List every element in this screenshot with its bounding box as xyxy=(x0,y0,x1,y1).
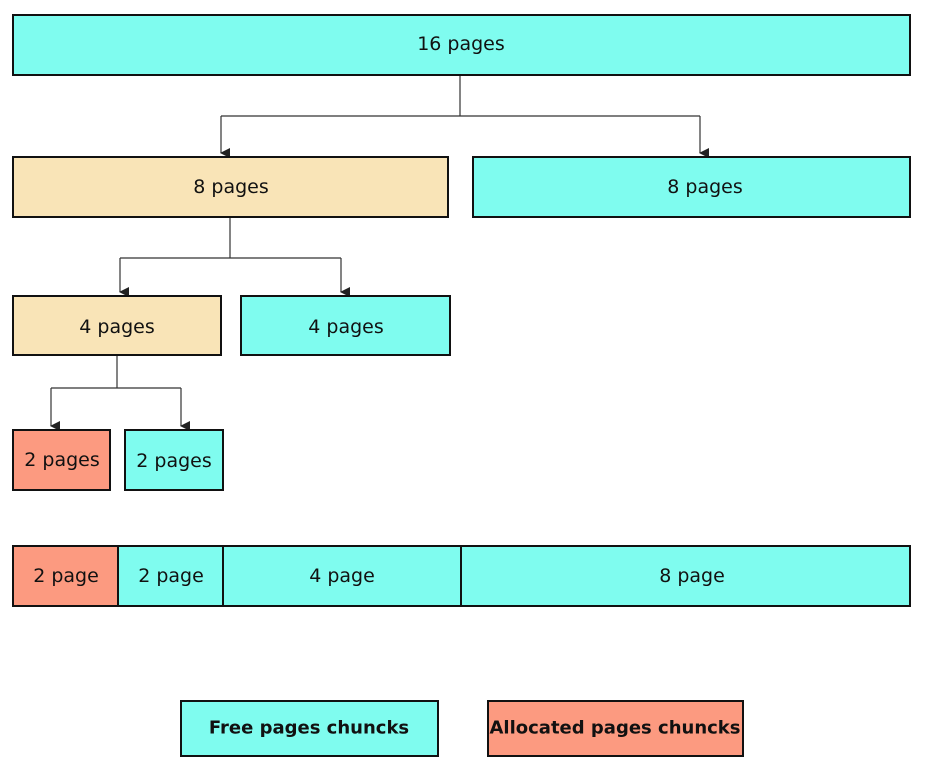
memory-segment-1-label: 2 page xyxy=(138,565,204,587)
block-2-pages-right: 2 pages xyxy=(124,429,224,491)
block-16-pages-rect xyxy=(12,14,911,76)
legend-free-label: Free pages chuncks xyxy=(209,718,409,739)
block-8-pages-left-rect xyxy=(12,156,449,218)
memory-segment-2: 4 page xyxy=(222,545,462,607)
memory-segment-3: 8 page xyxy=(460,545,911,607)
block-4-pages-right: 4 pages xyxy=(240,295,451,356)
block-4-pages-left-label: 4 pages xyxy=(79,316,154,338)
block-2-pages-right-rect xyxy=(124,429,224,491)
memory-segment-1: 2 page xyxy=(117,545,224,607)
legend: Free pages chuncks Allocated pages chunc… xyxy=(180,700,744,757)
memory-bar: 2 page 2 page 4 page 8 page xyxy=(12,545,911,607)
legend-allocated-label: Allocated pages chuncks xyxy=(490,718,741,739)
connector-8-trunk xyxy=(120,218,341,259)
block-2-pages-left-label: 2 pages xyxy=(24,449,99,471)
connector-root xyxy=(220,76,709,158)
memory-segment-2-rect xyxy=(222,545,462,607)
legend-free: Free pages chuncks xyxy=(180,700,439,757)
block-8-pages-right: 8 pages xyxy=(472,156,911,218)
memory-segment-2-label: 4 page xyxy=(309,565,375,587)
block-2-pages-right-label: 2 pages xyxy=(136,450,211,472)
block-4-pages-right-label: 4 pages xyxy=(308,316,383,338)
block-8-pages-left-label: 8 pages xyxy=(193,176,268,198)
block-8-pages-right-rect xyxy=(472,156,911,218)
memory-segment-0-rect xyxy=(12,545,119,607)
connector-root-trunk xyxy=(221,76,700,117)
legend-free-swatch xyxy=(180,700,439,757)
memory-segment-0-label: 2 page xyxy=(33,565,99,587)
block-4-pages-right-rect xyxy=(240,295,451,356)
block-2-pages-left-rect xyxy=(12,429,111,491)
block-16-pages-label: 16 pages xyxy=(417,33,505,55)
memory-segment-3-rect xyxy=(460,545,911,607)
memory-segment-3-label: 8 page xyxy=(659,565,725,587)
memory-segment-0: 2 page xyxy=(12,545,119,607)
memory-segment-1-rect xyxy=(117,545,224,607)
block-4-pages-left-rect xyxy=(12,295,222,356)
connector-8-left xyxy=(119,218,350,297)
block-16-pages: 16 pages xyxy=(12,14,911,76)
legend-allocated: Allocated pages chuncks xyxy=(487,700,744,757)
connector-4-trunk xyxy=(51,356,181,389)
legend-allocated-swatch xyxy=(487,700,744,757)
block-8-pages-left: 8 pages xyxy=(12,156,449,218)
connector-4-left xyxy=(50,356,190,431)
block-8-pages-right-label: 8 pages xyxy=(667,176,742,198)
block-4-pages-left: 4 pages xyxy=(12,295,222,356)
block-2-pages-left: 2 pages xyxy=(12,429,111,491)
